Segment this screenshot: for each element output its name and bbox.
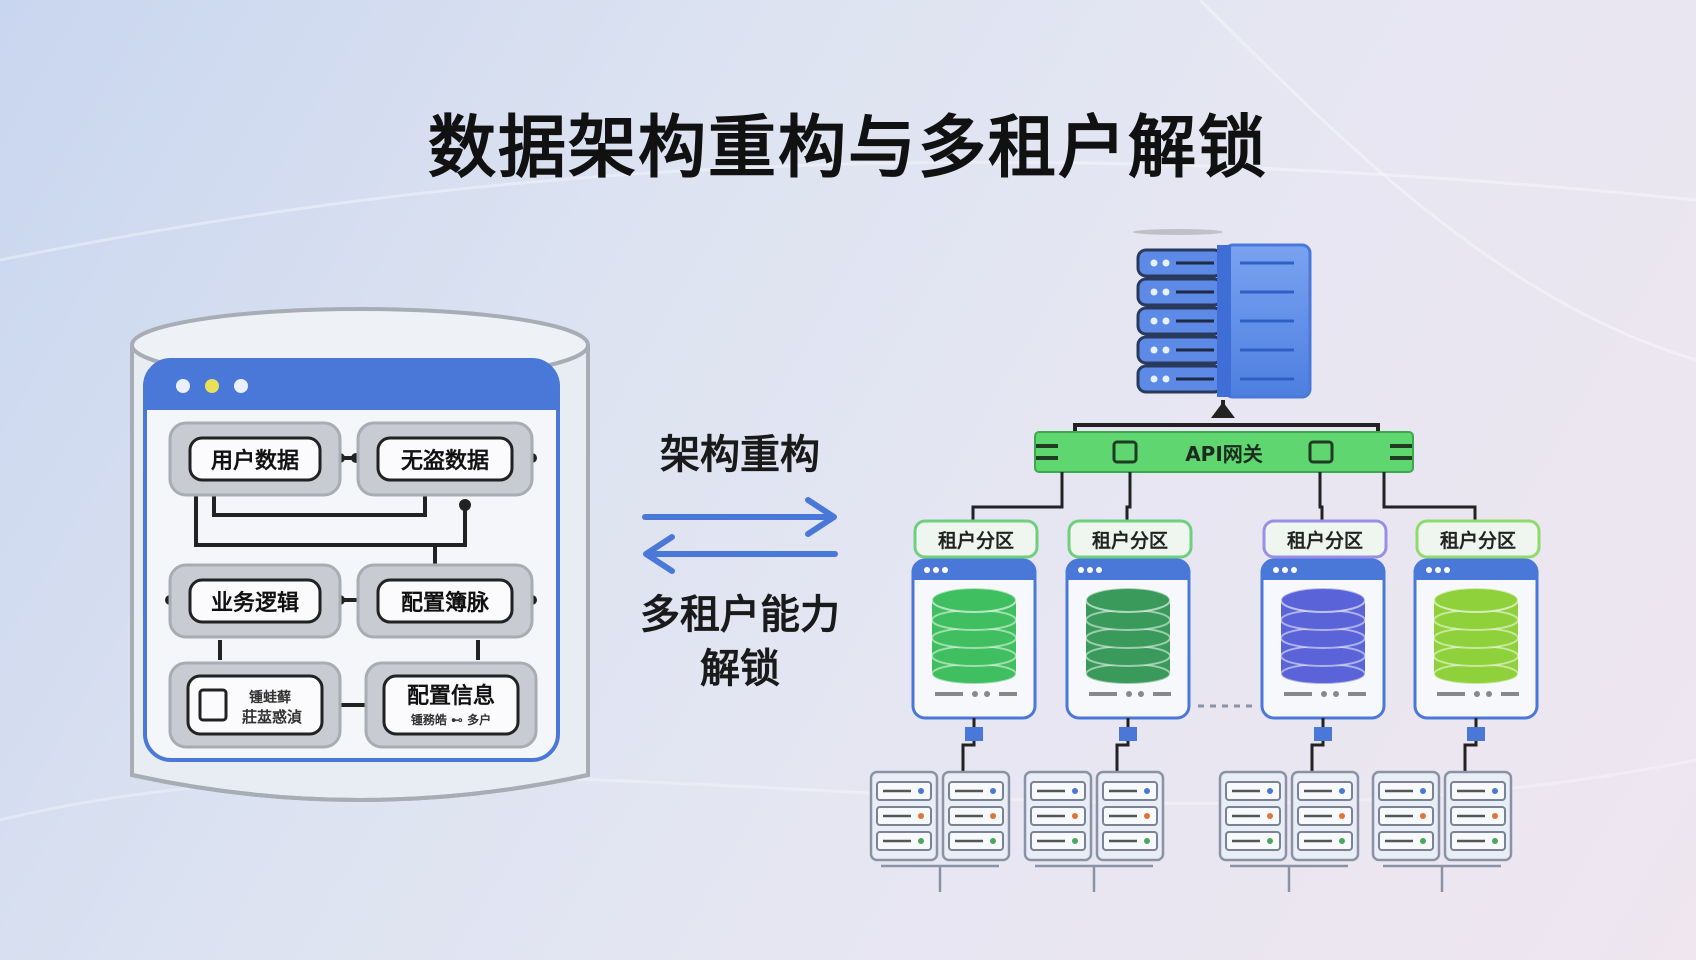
tenant-partition-label: 租户分区 [1440,529,1516,552]
gateway-node-icon [1308,440,1334,464]
tenant-partition-label: 租户分区 [1287,529,1363,552]
tenant-partition: 租户分区 [869,472,1064,892]
config-cache-box: 配置簿脉 [356,563,534,639]
storage-rack-icon [869,770,939,862]
storage-rack-icon [1218,770,1288,862]
arrow-right-icon [642,497,837,537]
storage-rack-icon [1095,770,1165,862]
api-gateway-label: API网关 [1185,442,1263,466]
server-unit [1136,335,1294,365]
storage-rack-icon [1290,770,1360,862]
config-cache-label: 配置簿脉 [401,590,490,616]
tenant-partition-label: 租户分区 [1092,529,1168,552]
transform-arrows [642,497,838,574]
arrow-left-icon [643,534,838,574]
config-info-label: 配置信息 [407,683,495,709]
tenant-database-icon [1085,587,1171,685]
tenant-database-icon [931,587,1017,685]
gateway-node-icon [1112,440,1138,464]
gateway-uplink [1073,400,1380,432]
unlock-label: 解锁 [700,646,780,692]
window-dot-icon [234,379,248,393]
window-dot-icon [205,379,219,393]
server-unit [1136,248,1294,278]
misc-line2: 莊莁惑湞 [242,708,302,726]
user-data-label: 用户数据 [211,448,299,474]
tenant-partition: 租户分区 [1371,472,1541,892]
misc-data-box: 锺蛙藓 莊莁惑湞 [168,661,342,749]
config-info-sub: 锺務皓 ⊷ 多户 [411,712,491,727]
menu-icon [1036,444,1412,460]
stateless-data-label: 无盗数据 [401,448,489,474]
tenant-database-icon [1280,587,1366,685]
page-title: 数据架构重构与多租户解锁 [427,109,1268,188]
storage-rack-icon [1371,770,1441,862]
config-info-box: 配置信息 锺務皓 ⊷ 多户 [364,661,538,749]
storage-rack-icon [1443,770,1513,862]
storage-rack-icon [941,770,1011,862]
restructure-label: 架构重构 [660,432,820,478]
api-server [1133,229,1312,399]
user-data-box: 用户数据 [168,421,342,497]
tenant-partition-label: 租户分区 [938,529,1014,552]
api-gateway-bar: API网关 [1034,431,1414,473]
misc-line1: 锺蛙藓 [249,689,291,706]
stateless-data-box: 无盗数据 [356,421,534,497]
tenant-partitions: 租户分区 租户分区 租户分区 租户分区 [869,472,1541,892]
document-icon [198,688,228,722]
storage-rack-icon [1023,770,1093,862]
tenant-partition: 租户分区 [1218,472,1388,892]
multitenant-label: 多租户能力 [640,592,840,638]
tenant-partition: 租户分区 [1023,472,1193,892]
business-logic-label: 业务逻辑 [211,590,299,616]
window-dot-icon [176,379,190,393]
business-logic-box: 业务逻辑 [168,563,342,639]
tenant-database-icon [1433,587,1519,685]
